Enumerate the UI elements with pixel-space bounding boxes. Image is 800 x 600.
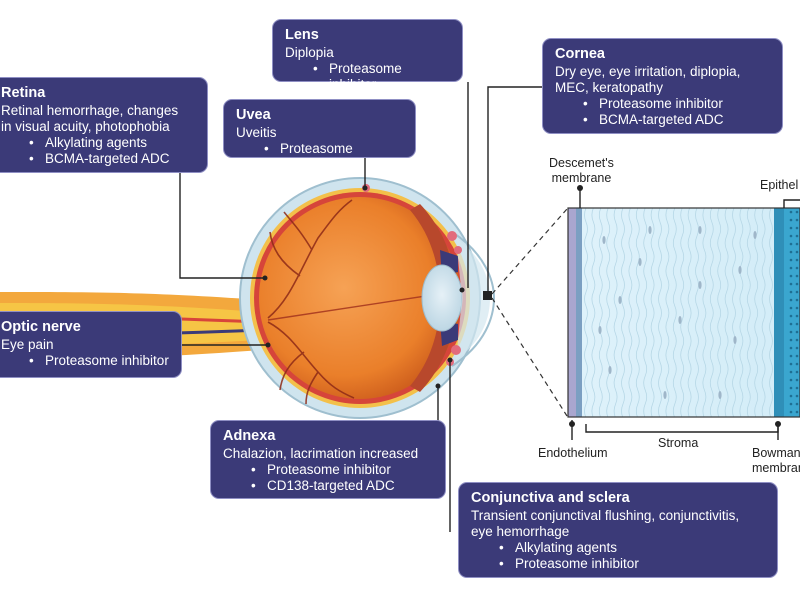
retina-desc-line: in visual acuity, photophobia bbox=[1, 119, 170, 134]
lens-title: Lens bbox=[285, 27, 319, 43]
cornea-box: Cornea Dry eye, eye irritation, diplopia… bbox=[542, 38, 783, 134]
adnexa-drug-item: Proteasome inhibitor bbox=[223, 462, 433, 478]
conjunctiva-sclera-box: Conjunctiva and sclera Transient conjunc… bbox=[458, 482, 778, 578]
adnexa-box: Adnexa Chalazion, lacrimation increased … bbox=[210, 420, 446, 499]
leader-lines bbox=[179, 82, 542, 532]
retina-drug-item: BCMA-targeted ADC bbox=[1, 151, 195, 167]
adnexa-drug-item: CD138-targeted ADC bbox=[223, 478, 433, 494]
optic-nerve-title: Optic nerve bbox=[1, 319, 81, 335]
conjunctiva-desc-line: eye hemorrhage bbox=[471, 524, 570, 539]
lens-desc-line: Diplopia bbox=[285, 45, 334, 60]
cornea-cross-section bbox=[568, 208, 800, 417]
adnexa-title: Adnexa bbox=[223, 428, 276, 444]
optic-nerve-box: Optic nerve Eye pain Proteasome inhibito… bbox=[0, 311, 182, 378]
uvea-drug-item: Proteasome inhibitor bbox=[236, 141, 403, 173]
retina-box: Retina Retinal hemorrhage, changes in vi… bbox=[0, 77, 208, 173]
retina-title: Retina bbox=[1, 85, 46, 101]
lens-box: Lens Diplopia Proteasome inhibitor bbox=[272, 19, 463, 92]
retinal-vessels-graphic bbox=[267, 199, 453, 405]
optic-nerve-desc-line: Eye pain bbox=[1, 337, 54, 352]
eye-globe-graphic bbox=[239, 177, 496, 419]
cornea-desc-line: Dry eye, eye irritation, diplopia, bbox=[555, 64, 741, 79]
cornea-frame bbox=[567, 207, 800, 418]
conjunctiva-desc-line: Transient conjunctival flushing, conjunc… bbox=[471, 508, 740, 523]
lens-drug-item: Proteasome inhibitor bbox=[285, 61, 450, 93]
retina-drug-item: Alkylating agents bbox=[1, 135, 195, 151]
adnexa-desc-line: Chalazion, lacrimation increased bbox=[223, 446, 419, 461]
uvea-box: Uvea Uveitis Proteasome inhibitor bbox=[223, 99, 416, 172]
uvea-title: Uvea bbox=[236, 107, 271, 123]
conjunctiva-title: Conjunctiva and sclera bbox=[471, 490, 630, 506]
cornea-title: Cornea bbox=[555, 46, 605, 62]
magnification-lines bbox=[491, 208, 568, 417]
uvea-desc-line: Uveitis bbox=[236, 125, 277, 140]
retina-desc-line: Retinal hemorrhage, changes bbox=[1, 103, 179, 118]
stroma-label: Stroma bbox=[658, 436, 699, 450]
bowman-membrane-label: Bowman membran bbox=[752, 446, 800, 475]
endothelium-label: Endothelium bbox=[538, 446, 608, 460]
cornea-drug-item: Proteasome inhibitor bbox=[555, 96, 770, 112]
cornea-drug-item: BCMA-targeted ADC bbox=[555, 112, 770, 128]
conjunctiva-drug-item: Alkylating agents bbox=[471, 540, 765, 556]
cornea-desc-line: MEC, keratopathy bbox=[555, 80, 664, 95]
optic-nerve-drug-item: Proteasome inhibitor bbox=[1, 353, 169, 369]
conjunctiva-drug-item: Proteasome inhibitor bbox=[471, 556, 765, 572]
epithelium-label: Epithel bbox=[760, 178, 799, 192]
descemet-membrane-label: Descemet's membrane bbox=[549, 156, 614, 185]
